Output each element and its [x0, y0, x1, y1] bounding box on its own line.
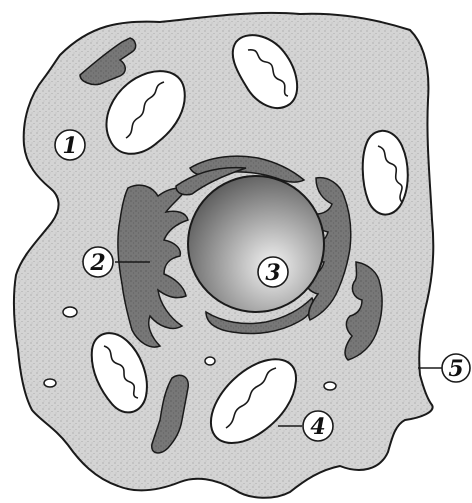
mitochondrion-right — [363, 131, 408, 215]
label-3: 3 — [258, 257, 288, 287]
label-5: 5 — [442, 354, 470, 382]
vesicle — [44, 379, 56, 387]
label-5-text: 5 — [448, 356, 463, 382]
label-4: 4 — [303, 411, 333, 441]
nucleus — [188, 176, 324, 312]
label-3-text: 3 — [265, 260, 280, 286]
vesicle — [63, 307, 77, 317]
label-4-text: 4 — [310, 414, 325, 440]
label-2-text: 2 — [89, 250, 105, 276]
vesicle — [324, 382, 336, 390]
label-1: 1 — [55, 130, 85, 160]
label-1-text: 1 — [62, 133, 77, 159]
vesicle — [205, 357, 215, 365]
label-2: 2 — [83, 247, 113, 277]
